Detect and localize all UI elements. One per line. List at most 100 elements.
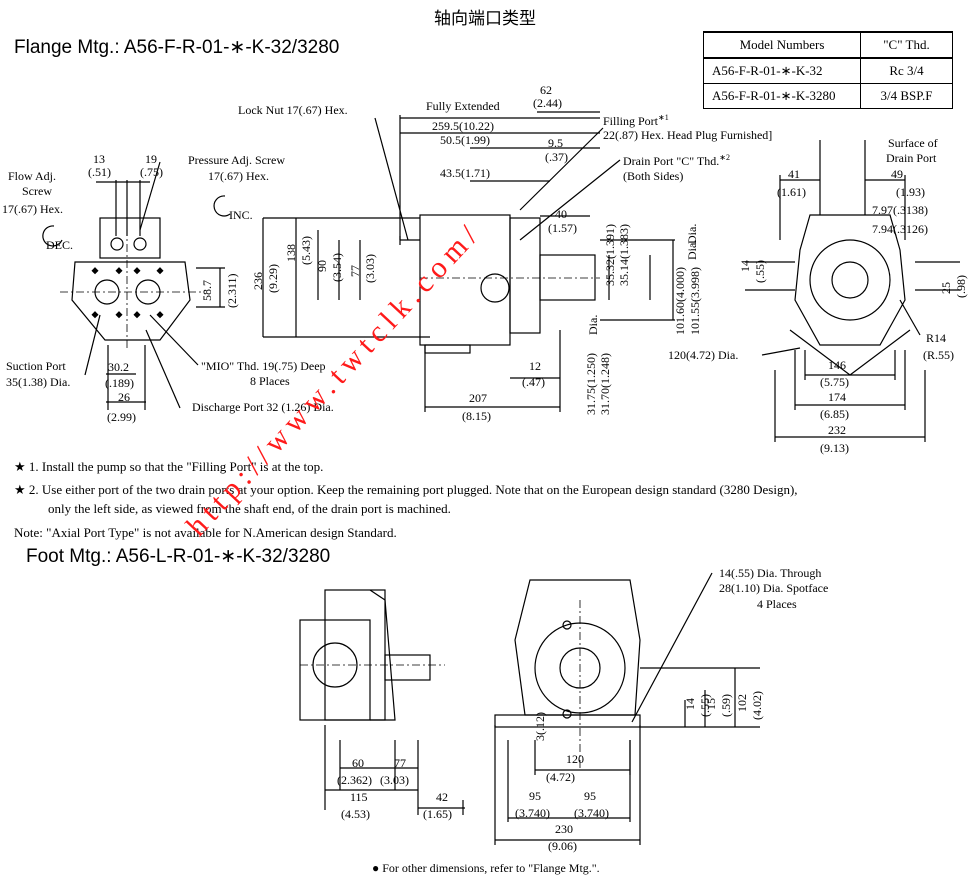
dim-label: (3.740) xyxy=(574,806,609,820)
dim-label: 90 xyxy=(315,260,329,272)
dim-label: 236 xyxy=(251,272,265,290)
footer-note: ● For other dimensions, refer to "Flange… xyxy=(372,861,600,875)
pressure-adj-label-2: 17(.67) Hex. xyxy=(208,169,269,183)
model-table-cell: 3/4 BSP.F xyxy=(860,83,953,109)
flange-end-view-left xyxy=(42,161,231,410)
dim-label: (.47) xyxy=(522,375,545,389)
dim-label: (9.29) xyxy=(266,264,280,293)
dim-label: 35.14(1.383) xyxy=(617,224,631,286)
dim-label: 101.55(3.998) xyxy=(688,267,702,335)
dim-label: 31.70(1.248) xyxy=(598,353,612,415)
dim-label: (8.15) xyxy=(462,409,491,423)
dim-label: (3.740) xyxy=(515,806,550,820)
dim-label: 120 xyxy=(566,752,584,766)
dim-label: (9.13) xyxy=(820,441,849,455)
lock-nut-label: Lock Nut 17(.67) Hex. xyxy=(238,103,348,117)
dim-label: 60 xyxy=(352,756,364,770)
dim-label: 14 xyxy=(683,698,697,710)
dim-label: (2.99) xyxy=(107,410,136,424)
dim-label: 40 xyxy=(555,207,567,221)
dim-label: 115 xyxy=(350,790,368,804)
dim-label: 12 xyxy=(529,359,541,373)
flow-adj-label-2: Screw xyxy=(22,184,52,198)
discharge-label: Discharge Port 32 (1.26) Dia. xyxy=(192,400,334,414)
dim-label: (2.311) xyxy=(225,273,239,308)
inc-label: INC. xyxy=(229,208,253,222)
model-table-header-thd: "C" Thd. xyxy=(860,31,953,59)
drain-port-star: ∗2 xyxy=(719,153,730,162)
dim-label: 14 xyxy=(738,260,752,272)
dim-label: (3.03) xyxy=(380,773,409,787)
dim-label: (3.54) xyxy=(330,253,344,282)
dim-label: 41 xyxy=(788,167,800,181)
dim-label: 3(.12) xyxy=(533,712,547,741)
dim-label: Dia. xyxy=(586,314,600,335)
dim-label: 13 xyxy=(93,152,105,166)
model-table-cell: A56-F-R-01-∗-K-3280 xyxy=(703,83,861,109)
filling-port-detail: 22(.87) Hex. Head Plug Furnished] xyxy=(603,128,773,142)
dim-label: 49 xyxy=(891,167,903,181)
through-label-3: 4 Places xyxy=(757,597,797,611)
dim-label: (2.362) xyxy=(337,773,372,787)
model-table-cell: Rc 3/4 xyxy=(860,57,953,84)
through-label-2: 28(1.10) Dia. Spotface xyxy=(719,581,829,595)
dim-label: 7.94(.3126) xyxy=(872,222,928,236)
dim-label: (1.57) xyxy=(548,221,577,235)
dim-label: 19 xyxy=(145,152,157,166)
dim-label: 43.5(1.71) xyxy=(440,166,490,180)
dim-label: (6.85) xyxy=(820,407,849,421)
dim-label: (.59) xyxy=(719,694,733,717)
surface-drain-label-2: Drain Port xyxy=(886,151,937,165)
dim-label: 174 xyxy=(828,390,846,404)
dim-label: 31.75(1.250) xyxy=(584,353,598,415)
drain-port-text: Drain Port "C" Thd. xyxy=(623,154,720,168)
suction-label-2: 35(1.38) Dia. xyxy=(6,375,71,389)
dim-label: 58.7 xyxy=(200,280,214,301)
flow-adj-label-3: 17(.67) Hex. xyxy=(2,202,63,216)
dim-label: 26 xyxy=(118,390,130,404)
suction-label-1: Suction Port xyxy=(6,359,66,373)
both-sides-label: (Both Sides) xyxy=(623,169,684,183)
dim-label: 62 xyxy=(540,83,552,97)
r14b-label: (R.55) xyxy=(923,348,954,362)
dim-label: Dia. xyxy=(685,239,699,260)
dim-label: (.51) xyxy=(88,165,111,179)
note-2-cont: only the left side, as viewed from the s… xyxy=(48,501,451,516)
fully-extended-label: Fully Extended xyxy=(426,99,500,113)
dim-label: 15 xyxy=(704,698,718,710)
filling-port-label: Filling Port∗1 xyxy=(603,113,669,128)
dim-label: (1.93) xyxy=(896,185,925,199)
dec-label: DEC. xyxy=(46,238,73,252)
dim-label: 35.32(1.391) xyxy=(603,224,617,286)
dim-label: 230 xyxy=(555,822,573,836)
model-table-header-model: Model Numbers xyxy=(703,31,861,59)
flange-side-view xyxy=(262,111,675,412)
foot-end-view xyxy=(494,572,760,845)
dim-label: 232 xyxy=(828,423,846,437)
model-table: Model Numbers "C" Thd. A56-F-R-01-∗-K-32… xyxy=(703,31,953,109)
dim-label: 77 xyxy=(394,756,406,770)
dim-label: 25 xyxy=(939,282,953,294)
dim-label: 50.5(1.99) xyxy=(440,133,490,147)
dim-label: (4.53) xyxy=(341,807,370,821)
dim-label: 259.5(10.22) xyxy=(432,119,494,133)
dim-label: (2.44) xyxy=(533,96,562,110)
mio-label-2: 8 Places xyxy=(250,374,290,388)
model-table-cell: A56-F-R-01-∗-K-32 xyxy=(703,57,861,84)
dim-label: 95 xyxy=(529,789,541,803)
surface-drain-label-1: Surface of xyxy=(888,136,938,150)
pressure-adj-label-1: Pressure Adj. Screw xyxy=(188,153,285,167)
foot-heading: Foot Mtg.: A56-L-R-01-∗-K-32/3280 xyxy=(26,546,331,567)
dim-label: (.55) xyxy=(753,260,767,283)
dim-label: 146 xyxy=(828,358,846,372)
dim-label: (5.75) xyxy=(820,375,849,389)
dim-label: 30.2 xyxy=(108,360,129,374)
dim-label: 77 xyxy=(348,265,362,277)
note-2: ★ 2. Use either port of the two drain po… xyxy=(14,482,798,497)
dim-label: 7.97(.3138) xyxy=(872,203,928,217)
flow-adj-label-1: Flow Adj. xyxy=(8,169,57,183)
dim-label: (9.06) xyxy=(548,839,577,853)
filling-port-star: ∗1 xyxy=(658,113,669,122)
dim-label: (.98) xyxy=(954,275,968,298)
